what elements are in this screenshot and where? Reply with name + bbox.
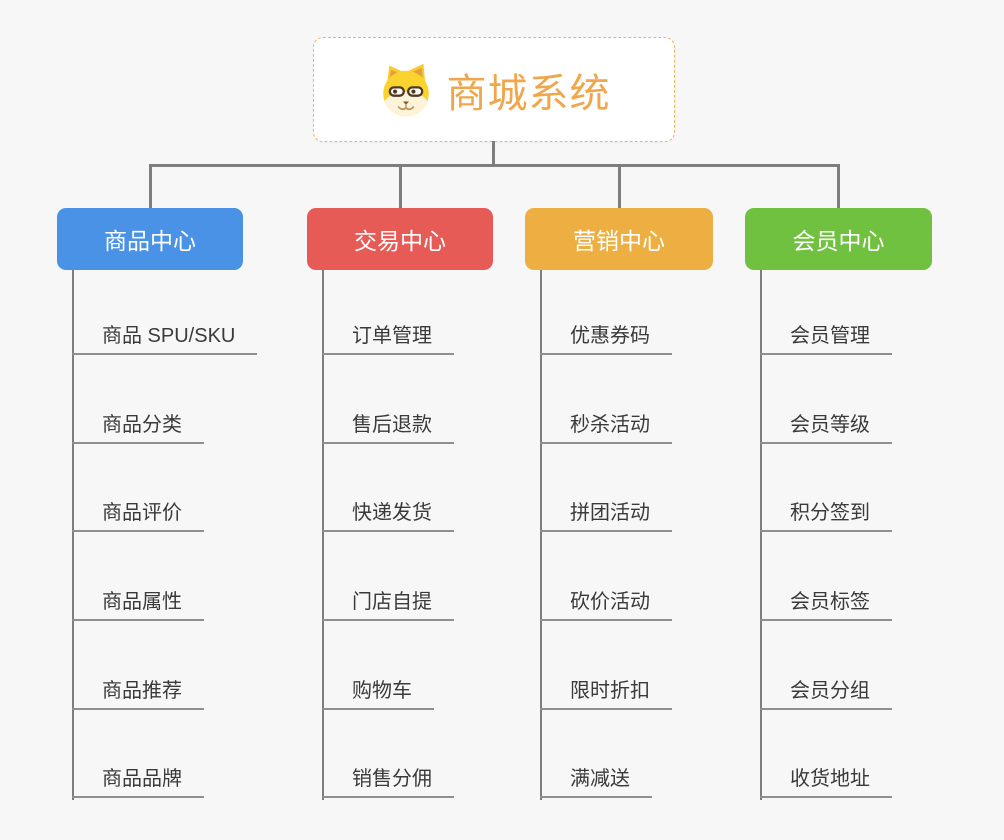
leaf-topic[interactable]: 商品属性 xyxy=(72,590,204,621)
leaf-topic[interactable]: 拼团活动 xyxy=(540,501,672,532)
leaf-topic[interactable]: 商品品牌 xyxy=(72,767,204,798)
root-title: 商城系统 xyxy=(446,71,611,116)
connector-spine-1 xyxy=(72,270,74,800)
leaf-topic[interactable]: 会员等级 xyxy=(760,413,892,444)
connector-drop-1 xyxy=(149,164,152,209)
connector-root-stub xyxy=(492,141,495,165)
leaf-topic[interactable]: 会员分组 xyxy=(760,679,892,710)
connector-drop-3 xyxy=(618,164,621,209)
connector-spine-4 xyxy=(760,270,762,800)
branch-node-trade[interactable]: 交易中心 xyxy=(307,208,493,270)
leaf-topic[interactable]: 商品分类 xyxy=(72,413,204,444)
leaf-topic[interactable]: 购物车 xyxy=(322,679,434,710)
leaf-topic[interactable]: 售后退款 xyxy=(322,413,454,444)
leaf-topic[interactable]: 砍价活动 xyxy=(540,590,672,621)
root-node[interactable]: 商城系统 xyxy=(313,37,675,142)
leaf-topic[interactable]: 优惠券码 xyxy=(540,324,672,355)
leaf-topic[interactable]: 积分签到 xyxy=(760,501,892,532)
leaf-topic[interactable]: 门店自提 xyxy=(322,590,454,621)
branch-node-product[interactable]: 商品中心 xyxy=(57,208,243,270)
leaf-topic[interactable]: 限时折扣 xyxy=(540,679,672,710)
leaf-topic[interactable]: 会员管理 xyxy=(760,324,892,355)
connector-spine-3 xyxy=(540,270,542,800)
leaf-topic[interactable]: 收货地址 xyxy=(760,767,892,798)
leaf-topic[interactable]: 销售分佣 xyxy=(322,767,454,798)
connector-drop-2 xyxy=(399,164,402,209)
leaf-topic[interactable]: 商品推荐 xyxy=(72,679,204,710)
leaf-topic[interactable]: 商品 SPU/SKU xyxy=(72,324,258,355)
connector-rail xyxy=(149,164,840,167)
connector-drop-4 xyxy=(837,164,840,209)
dog-face-icon xyxy=(382,63,429,116)
leaf-topic[interactable]: 商品评价 xyxy=(72,501,204,532)
leaf-topic[interactable]: 订单管理 xyxy=(322,324,454,355)
leaf-topic[interactable]: 满减送 xyxy=(540,767,652,798)
branch-node-marketing[interactable]: 营销中心 xyxy=(525,208,713,270)
leaf-topic[interactable]: 秒杀活动 xyxy=(540,413,672,444)
branch-node-member[interactable]: 会员中心 xyxy=(745,208,932,270)
leaf-topic[interactable]: 会员标签 xyxy=(760,590,892,621)
leaf-topic[interactable]: 快递发货 xyxy=(322,501,454,532)
connector-spine-2 xyxy=(322,270,324,800)
